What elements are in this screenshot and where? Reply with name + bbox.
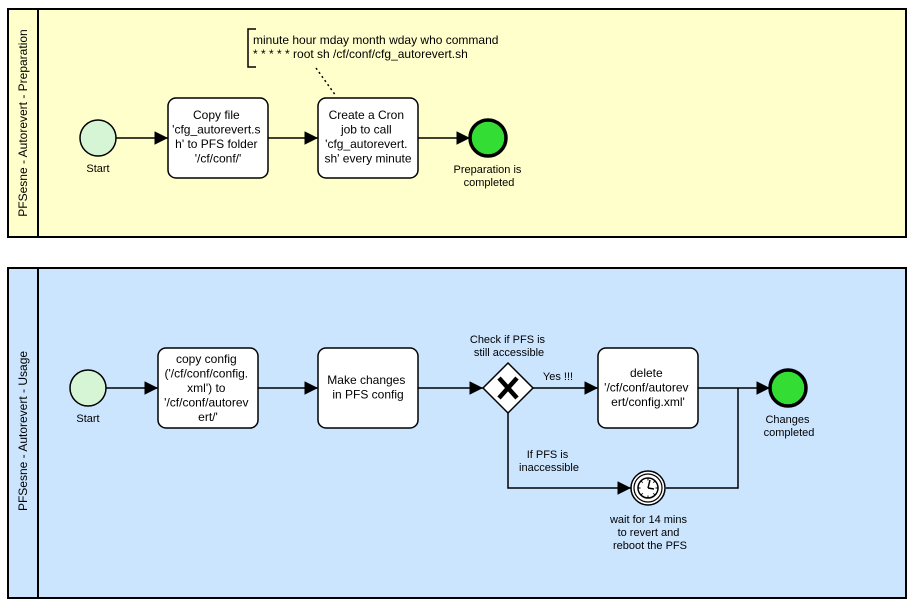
flow-usage-gateway-no-to-timer bbox=[507, 413, 631, 495]
timer-event-label: wait for 14 mins to revert and reboot th… bbox=[609, 514, 690, 552]
cron-annotation-bracket bbox=[247, 28, 256, 68]
pool-usage: PFSesne - Autorevert - Usage Start copy … bbox=[7, 267, 907, 599]
usage-start-label: Start bbox=[76, 413, 99, 425]
flow-no-label: If PFS is inaccessible bbox=[519, 449, 579, 474]
task-delete-config[interactable] bbox=[597, 347, 699, 429]
flow-yes-label: Yes !!! bbox=[543, 371, 573, 383]
preparation-start-event[interactable] bbox=[79, 119, 117, 157]
pool-preparation-frame bbox=[7, 8, 907, 238]
task-delete-config-label: delete '/cf/conf/autorev ert/config.xml' bbox=[604, 366, 692, 409]
usage-start-event[interactable] bbox=[69, 369, 107, 407]
task-copy-config[interactable] bbox=[157, 347, 259, 429]
pool-usage-label: PFSesne - Autorevert - Usage bbox=[16, 351, 30, 511]
pool-preparation: PFSesne - Autorevert - Preparation Start… bbox=[7, 8, 907, 238]
task-make-changes-label: Make changes in PFS config bbox=[327, 373, 408, 402]
task-copy-file-label: Copy file 'cfg_autorevert.s h' to PFS fo… bbox=[172, 108, 264, 166]
gateway-check-label: Check if PFS is still accessible bbox=[470, 334, 548, 359]
task-copy-config-label: copy config ('/cf/conf/config. xml') to … bbox=[164, 352, 252, 424]
flow-usage-timer-to-end bbox=[666, 388, 739, 489]
gateway-x-icon bbox=[497, 376, 519, 400]
timer-event[interactable] bbox=[630, 470, 666, 506]
clock-icon bbox=[637, 477, 659, 499]
task-create-cron-label: Create a Cron job to call 'cfg_autorever… bbox=[325, 108, 412, 166]
preparation-end-event[interactable] bbox=[468, 118, 508, 158]
pool-preparation-label: PFSesne - Autorevert - Preparation bbox=[16, 29, 30, 216]
task-copy-file[interactable] bbox=[167, 97, 269, 179]
usage-end-label: Changes completed bbox=[764, 414, 815, 439]
cron-annotation-association bbox=[315, 67, 337, 97]
preparation-end-label: Preparation is completed bbox=[454, 164, 525, 189]
preparation-start-label: Start bbox=[86, 163, 109, 175]
pool-usage-frame bbox=[7, 267, 907, 599]
usage-end-event[interactable] bbox=[768, 368, 808, 408]
cron-annotation-text: minute hour mday month wday who command … bbox=[253, 33, 502, 61]
task-make-changes[interactable] bbox=[317, 347, 419, 429]
task-create-cron[interactable] bbox=[317, 97, 419, 179]
